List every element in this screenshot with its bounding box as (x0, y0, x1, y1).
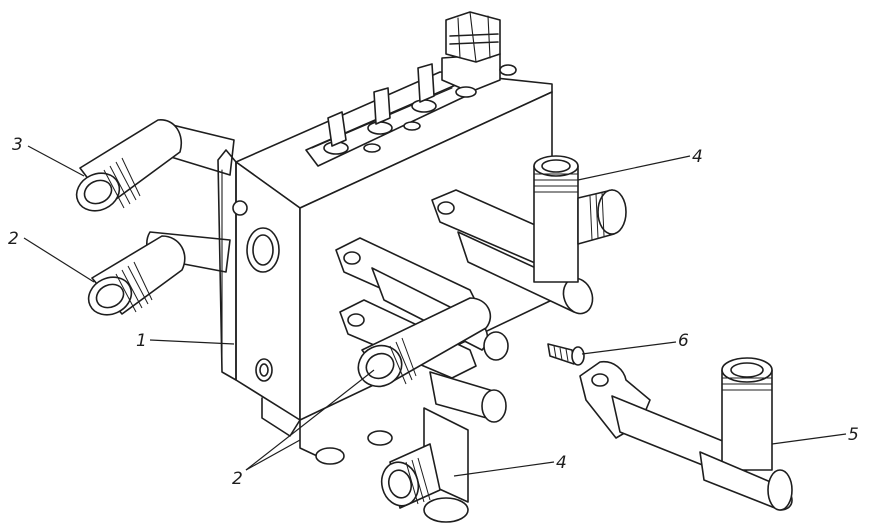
callout-6: 6 (678, 331, 689, 351)
pipe-2-left (87, 231, 231, 316)
callout-2-left: 2 (8, 229, 19, 249)
pipe-4-top (533, 155, 627, 283)
bolt-6 (547, 343, 585, 366)
pipe-2-front (357, 297, 492, 388)
callout-4-bottom: 4 (556, 453, 567, 473)
callout-1: 1 (136, 331, 147, 351)
pipe-4-bottom (380, 371, 507, 523)
top-control-plate (305, 63, 467, 167)
leader-lines (23, 145, 847, 477)
callout-2-bottom: 2 (232, 469, 243, 489)
callout-5: 5 (848, 425, 859, 445)
callout-4-top: 4 (692, 147, 703, 167)
pipe-3 (75, 119, 235, 212)
pipe-5-assembly (579, 357, 793, 511)
top-hex-plug (441, 11, 517, 98)
callout-labels: 3 2 1 2 4 4 5 6 (8, 135, 859, 489)
callout-3: 3 (12, 135, 23, 155)
